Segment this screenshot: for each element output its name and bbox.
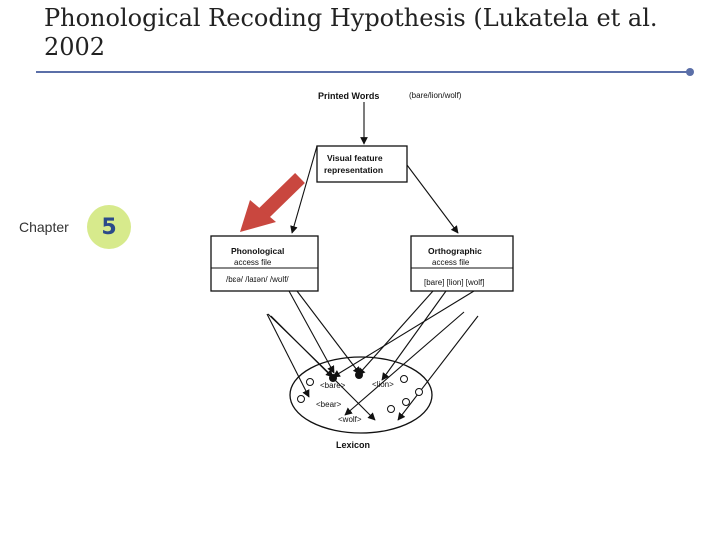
phonological-line-1: Phonological [231,246,284,256]
lexicon-entry-lion: <lion> [372,380,394,389]
lexicon-nodes [297,375,423,413]
lexicon-entry-wolf: <wolf> [338,415,362,424]
lexicon-entry-bear: <bear> [316,400,342,409]
lexicon-active-nodes [329,371,363,382]
orthographic-line-2: access file [432,258,470,267]
flow-arrows [266,102,479,421]
chapter-label: Chapter [19,219,69,235]
visual-feature-box [316,145,408,183]
title-underline-dot [686,68,694,76]
visual-feature-line-2: representation [324,165,383,175]
title-underline [36,71,690,73]
orthographic-line-1: Orthographic [428,246,482,256]
slide-title: Phonological Recoding Hypothesis (Lukate… [44,4,658,61]
printed-words-label: Printed Words [318,91,379,101]
lexicon-entry-bare: <bare> [320,381,346,390]
chapter-number-badge: 5 [87,205,131,249]
visual-feature-line-1: Visual feature [327,153,383,163]
highlight-arrow [240,172,305,232]
lexicon-ellipse [289,356,433,434]
printed-words-examples: (bare/lion/wolf) [409,91,462,100]
orthographic-access-box [410,235,514,292]
phonological-line-2: access file [234,258,272,267]
orthographic-entries: [bare] [lion] [wolf] [424,278,484,287]
phonological-entries: /bɛə/ /laɪən/ /wʊlf/ [226,275,289,284]
lexicon-label: Lexicon [336,440,370,450]
phonological-access-box [210,235,319,292]
